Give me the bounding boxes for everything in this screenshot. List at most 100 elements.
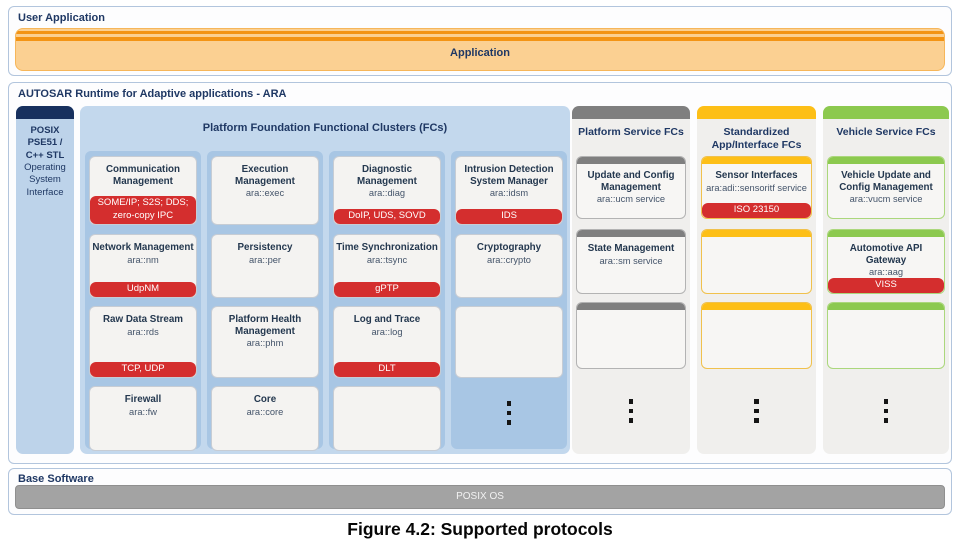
ellipsis-dot (883, 399, 889, 404)
fc-cell-title: Sensor Interfaces (715, 170, 798, 181)
fc-cell-subtitle: ara::diag (368, 188, 406, 199)
posix-os-bar: POSIX OS (15, 485, 945, 509)
posix-line: Operating (24, 162, 66, 174)
fc-cell-subtitle: ara::aag (868, 267, 904, 278)
posix-line: C++ STL (25, 149, 65, 161)
foundation-box: Platform Foundation Functional Clusters … (80, 106, 570, 454)
figure-caption: Figure 4.2: Supported protocols (347, 519, 613, 539)
application-label: Application (450, 47, 510, 59)
ellipsis-dot (628, 408, 634, 413)
empty-cell (827, 302, 945, 369)
protocol-badge: DoIP, UDS, SOVD (334, 208, 440, 224)
fc-cell-subtitle: ara::nm (127, 254, 159, 265)
fc-cell-title: Persistency (237, 242, 293, 253)
fc-cell-title: Communication Management (105, 164, 181, 187)
fc-cell-subtitle: ara::idsm (489, 188, 529, 199)
posix-line: System (29, 174, 61, 186)
cell-accent-bar (577, 230, 685, 237)
ellipsis-dot (506, 401, 512, 406)
fc-cell-subtitle: ara::sm service (599, 255, 663, 266)
ellipsis-dot (883, 418, 889, 423)
empty-cell (701, 302, 812, 369)
standardized-app-interface-column-cap (697, 106, 816, 119)
fc-cell-subtitle: ara::per (248, 254, 282, 265)
fc-cell-title: Update and Config Management (587, 170, 675, 193)
posix-line: POSIX (30, 125, 60, 136)
standardized-app-interface-title: Standardized App/Interface FCs (711, 126, 802, 152)
user-application-box: User Application Application (8, 6, 952, 76)
platform-service-title: Platform Service FCs (578, 126, 684, 138)
empty-cell (333, 386, 441, 451)
ara-box: AUTOSAR Runtime for Adaptive application… (8, 82, 952, 464)
fc-cell-subtitle: ara::exec (245, 188, 285, 199)
fc-cell-title: Vehicle Update and Config Management (839, 170, 933, 193)
application-bar-stripe (16, 37, 944, 41)
cell-accent-bar (828, 230, 944, 237)
fc-cell-subtitle: ara::core (246, 406, 284, 417)
empty-cell (576, 302, 686, 369)
cell-accent-bar (828, 157, 944, 164)
empty-cell (701, 229, 812, 294)
cell-accent-bar (828, 303, 944, 310)
fc-cell-title: Automotive API Gateway (849, 243, 923, 266)
ellipsis-icon (572, 399, 690, 423)
cell-accent-bar (702, 157, 811, 164)
fc-cell-title: State Management (587, 243, 675, 254)
protocol-badge: gPTP (334, 281, 440, 297)
ellipsis-dot (754, 418, 759, 423)
ara-label: AUTOSAR Runtime for Adaptive application… (18, 88, 287, 100)
posix-column: POSIX PSE51 / C++ STL Operating System I… (16, 106, 74, 454)
base-software-label: Base Software (18, 473, 94, 485)
ellipsis-dot (628, 418, 634, 423)
ellipsis-icon (697, 399, 816, 423)
fc-cell-subtitle: ara::tsync (366, 254, 408, 265)
application-bar: Application (15, 28, 945, 71)
cell-accent-bar (702, 303, 811, 310)
posix-column-text: POSIX PSE51 / C++ STL Operating System I… (16, 125, 74, 199)
ellipsis-dot (506, 420, 512, 425)
empty-cell (455, 306, 563, 378)
fc-cell-subtitle: ara::log (371, 326, 403, 337)
fc-cell-title: Core (253, 394, 277, 405)
base-software-box: Base Software POSIX OS (8, 468, 952, 515)
ellipsis-dot (754, 399, 759, 404)
fc-cell-subtitle: ara::rds (127, 326, 159, 337)
protocol-badge: SOME/IP; S2S; DDS; zero-copy IPC (90, 196, 196, 224)
fc-cell-title: Raw Data Stream (102, 314, 184, 325)
cell-accent-bar (577, 157, 685, 164)
posix-line: Interface (26, 186, 64, 198)
ellipsis-dot (754, 408, 759, 413)
standardized-app-interface-column: Standardized App/Interface FCs Sensor In… (697, 106, 816, 454)
fc-cell-title: Log and Trace (353, 314, 421, 325)
application-bar-stripe (16, 31, 944, 34)
fc-cell-subtitle: ara::fw (129, 406, 157, 417)
cell-accent-bar (702, 230, 811, 237)
platform-service-column: Platform Service FCs Update and Config M… (572, 106, 690, 454)
protocol-badge: IDS (456, 208, 562, 224)
fc-cell-title: Intrusion Detection System Manager (464, 164, 554, 187)
fc-cell-subtitle: ara::phm (246, 338, 284, 349)
posix-line: PSE51 / (27, 137, 63, 149)
fc-cell-title: Time Synchronization (336, 242, 438, 253)
fc-cell-title: Network Management (92, 242, 194, 253)
cell-accent-bar (577, 303, 685, 310)
